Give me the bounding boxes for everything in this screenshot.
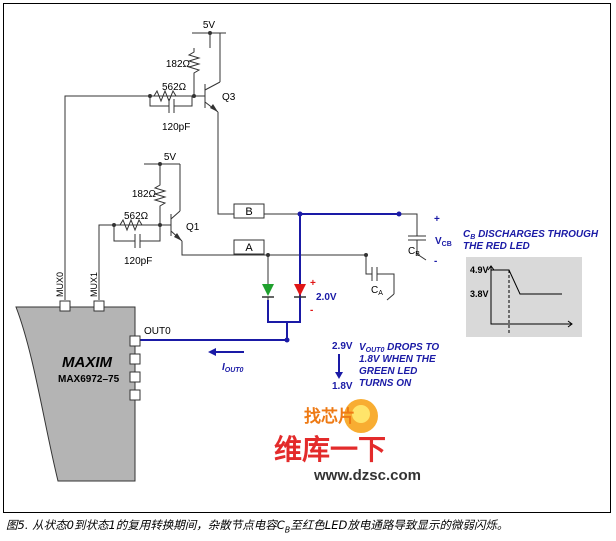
junction-dots (112, 31, 368, 257)
box-b (233, 203, 265, 219)
waveform-v-low: 3.8V (470, 289, 489, 299)
vcb-minus: - (434, 256, 437, 267)
q3-r-series: 562Ω (162, 82, 187, 93)
led-minus: - (310, 305, 313, 316)
q1-emitter-arrow-icon (174, 233, 182, 241)
q1-r-top: 182Ω (132, 189, 157, 200)
q3-cap: 120pF (162, 122, 190, 133)
ic-pins (59, 300, 141, 401)
wiring (64, 32, 427, 301)
green-led-icon (262, 284, 274, 296)
volt-bottom: 1.8V (332, 381, 353, 392)
cap-b-label: CB (408, 246, 420, 258)
box-a-label: A (245, 242, 253, 254)
pin-out0: OUT0 (144, 326, 171, 337)
waveform-axes (487, 265, 573, 334)
iout-label: IOUT0 (222, 362, 244, 374)
q1-label: Q1 (186, 222, 200, 233)
drop-arrow-icon (335, 372, 343, 379)
drop-annotation-line4: TURNS ON (359, 378, 412, 389)
chip-model: MAX6972–75 (58, 374, 120, 385)
cb-node-dot (396, 211, 402, 217)
q3-label: Q3 (222, 92, 236, 103)
q3-emitter-arrow-icon (210, 104, 218, 112)
box-a (233, 239, 265, 255)
watermark-brand: 维库一下 (274, 434, 386, 465)
q1-cap: 120pF (124, 256, 152, 267)
cap-a-label: CA (371, 285, 383, 297)
box-b-label: B (245, 206, 252, 218)
volt-top: 2.9V (332, 341, 353, 352)
vcb-plus: + (434, 214, 440, 225)
figure-caption: 图5. 从状态0到状态1的复用转换期间，杂散节点电容CB至红色LED放电通路导致… (6, 518, 509, 535)
watermark-url: www.dzsc.com (313, 467, 421, 484)
ic-chip (15, 306, 136, 482)
drop-annotation-line1: VOUT0 DROPS TO (359, 342, 439, 354)
node-b-dot (297, 211, 303, 217)
current-path (135, 213, 399, 341)
led-voltage: 2.0V (316, 292, 337, 303)
q3-supply-label: 5V (203, 20, 216, 31)
watermark: 找芯片 维库一下 www.dzsc.com (274, 399, 421, 484)
discharge-annotation-line2: THE RED LED (463, 241, 530, 252)
discharge-annotation-line1: CB DISCHARGES THROUGH (463, 229, 599, 241)
q1-r-series: 562Ω (124, 211, 149, 222)
iout-arrow-icon (208, 348, 216, 356)
maxim-logo: MAXIM (62, 354, 113, 371)
red-led-icon (294, 284, 306, 296)
pin-mux0: MUX0 (55, 272, 65, 297)
out0-node-dot (284, 337, 290, 343)
watermark-mascot-text: 找芯片 (304, 406, 355, 426)
drop-annotation-line3: GREEN LED (359, 366, 417, 377)
led-plus: + (310, 278, 316, 289)
q3-r-top: 182Ω (166, 59, 191, 70)
circuit-diagram: B A + - 2.0V 5V 5V 182Ω 562Ω 120pF Q3 18… (15, 20, 599, 484)
figure-frame: B A + - 2.0V 5V 5V 182Ω 562Ω 120pF Q3 18… (3, 3, 611, 513)
drop-annotation-line2: 1.8V WHEN THE (359, 354, 436, 365)
waveform-v-high: 4.9V (470, 265, 489, 275)
q1-supply-label: 5V (164, 152, 177, 163)
vcb-label: VCB (435, 236, 452, 248)
pin-mux1: MUX1 (89, 272, 99, 297)
